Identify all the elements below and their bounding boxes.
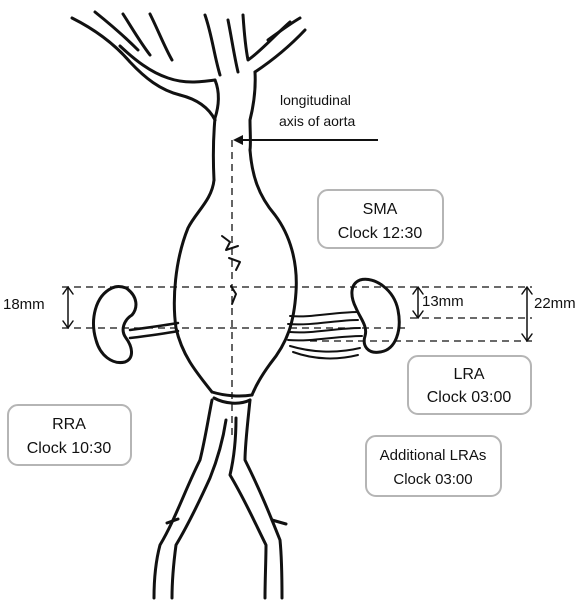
lra-box-clock: Clock 03:00 [427,389,512,406]
dimension-arrow-18mm [63,287,73,328]
dimension-label-18mm: 18mm [3,296,45,313]
rra-box-label: RRA [52,416,86,433]
left-renal-arteries [288,312,362,358]
axis-pointer-arrow [233,135,378,145]
lra-box: LRA Clock 03:00 [408,356,531,414]
axis-label-line2: axis of aorta [279,113,355,129]
sac-scribbles [222,236,240,304]
rra-box: RRA Clock 10:30 [8,405,131,465]
aortic-arch [72,12,305,180]
additional-lras-box: Additional LRAs Clock 03:00 [366,436,501,496]
sma-box-clock: Clock 12:30 [338,225,423,242]
aneurysm-sac [174,150,296,403]
additional-lras-box-clock: Clock 03:00 [393,471,472,488]
dimension-label-22mm: 22mm [534,295,576,312]
iliac-arteries [154,400,286,598]
sma-box: SMA Clock 12:30 [318,190,443,248]
dimension-label-13mm: 13mm [422,293,464,310]
lra-box-label: LRA [453,366,484,383]
rra-box-clock: Clock 10:30 [27,440,112,457]
right-kidney [94,287,136,363]
additional-lras-box-label: Additional LRAs [380,447,487,464]
right-renal-artery [130,323,178,338]
dimension-arrow-22mm [522,287,532,341]
sma-box-label: SMA [363,201,398,218]
axis-label-line1: longitudinal [280,92,351,108]
